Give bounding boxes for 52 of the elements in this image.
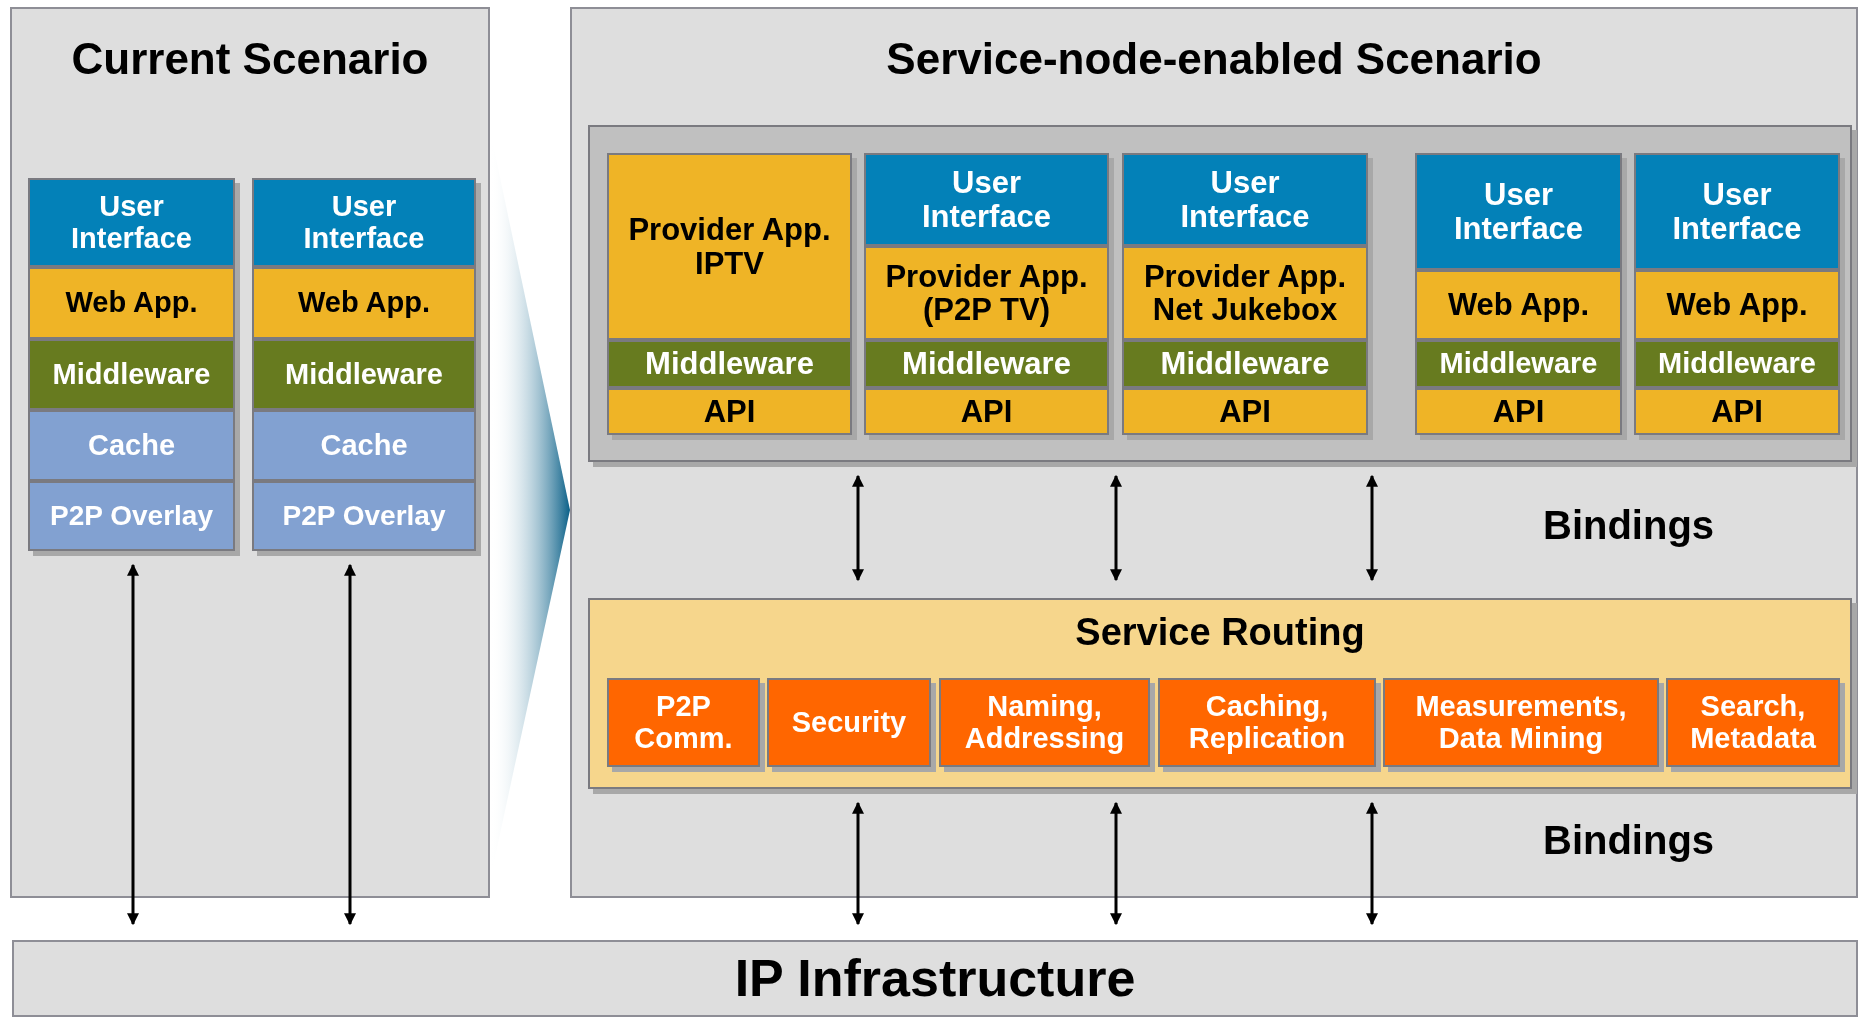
box-label: Current Scenario [71,35,429,83]
box-label: P2P Comm. [633,691,734,754]
box-label: User Interface [70,191,193,254]
box-label: IP Infrastructure [734,950,1136,1007]
box-label: Web App. [1666,288,1808,322]
double-arrow [852,801,864,926]
infrastructure-bar [12,940,1858,1017]
box-label: Measurements, Data Mining [1414,691,1628,754]
box-label: Web App. [1447,288,1590,322]
scenario-panel [10,7,490,898]
box-label: User Interface [920,166,1053,233]
bindings-label: Bindings [1543,820,1715,860]
double-arrow [1366,474,1378,582]
box-label: Cache [87,429,175,462]
box-label: Middleware [902,347,1071,381]
box-label: Provider App. (P2P TV) [884,259,1089,327]
box-label: Caching, Replication [1187,691,1347,754]
box-label: Service Routing [1075,612,1365,654]
box-label: API [960,394,1013,429]
double-arrow [127,563,139,926]
box-label: P2P Overlay [282,500,446,532]
box-label: API [1492,394,1545,429]
box-label: Search, Metadata [1689,691,1817,754]
box-label: API [1711,394,1763,429]
box-label: Provider App. Net Jukebox [1142,259,1348,327]
box-label: Web App. [65,287,198,319]
double-arrow [1110,801,1122,926]
box-label: P2P Overlay [50,500,213,532]
box-label: API [703,394,756,429]
box-label: User Interface [1671,178,1803,245]
box-label: Middleware [1160,347,1330,381]
box-label: Security [791,706,907,739]
box-label: Provider App. IPTV [627,213,832,280]
box-label: Middleware [285,358,443,391]
double-arrow [344,563,356,926]
box-label: Cache [320,429,408,462]
box-label: Service-node-enabled Scenario [886,35,1542,83]
box-label: Middleware [1439,348,1598,380]
box-label: Middleware [1658,348,1816,380]
box-label: Naming, Addressing [963,691,1126,754]
scenario-panel [570,7,1858,898]
box-label: Middleware [52,358,211,391]
box-label: Middleware [645,347,814,381]
double-arrow [1366,801,1378,926]
bindings-label: Bindings [1543,505,1715,545]
double-arrow [1110,474,1122,582]
box-label: User Interface [1452,178,1585,245]
box-label: User Interface [1179,166,1311,233]
box-label: User Interface [302,191,426,254]
box-label: Web App. [297,287,431,319]
box-label: API [1219,394,1271,429]
double-arrow [852,474,864,582]
